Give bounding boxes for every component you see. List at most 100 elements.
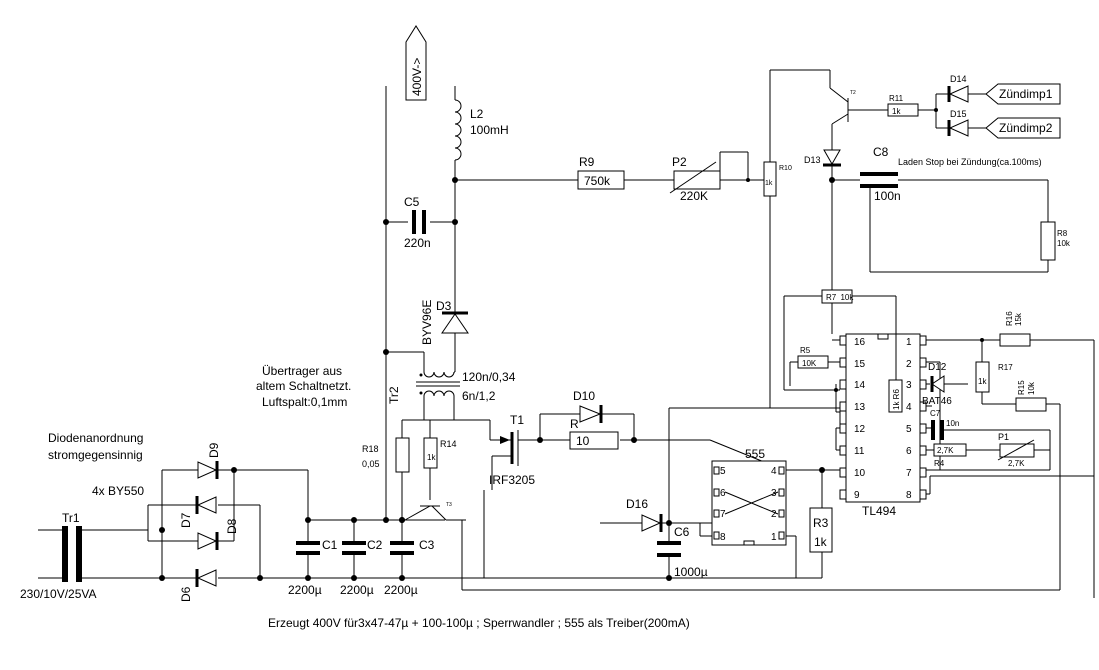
tl494-pin-9: 9 <box>854 490 860 501</box>
inductor-l2-value: 100mH <box>470 123 509 137</box>
resistor-r7-value: 10k <box>840 293 854 302</box>
inductor-l2-name: L2 <box>470 107 484 121</box>
capacitor-c8-value: 100n <box>874 189 901 203</box>
potentiometer-p2-name: P2 <box>672 155 687 169</box>
resistor-r16-name: R16 <box>1005 311 1014 326</box>
resistor-r14-name: R14 <box>440 439 457 449</box>
capacitor-c1: C1 2200µ <box>288 520 338 597</box>
rectifier-parts: 4x BY550 <box>92 484 144 498</box>
capacitor-c3-name: C3 <box>419 538 435 552</box>
potentiometer-p2-value: 220K <box>680 189 708 203</box>
resistor-r10-value: 1k <box>765 180 773 187</box>
timer-pin-7: 7 <box>720 509 726 520</box>
capacitor-c2-name: C2 <box>367 538 383 552</box>
transistor-t3: T3 <box>404 502 463 590</box>
resistor-r14 <box>423 437 438 469</box>
resistor-r18 <box>395 437 410 473</box>
resistor-gate <box>569 431 619 450</box>
hv-output: 400V-> <box>383 25 458 523</box>
tl494-right-network: R16 15k D12 BAT46 R17 1k R15 10k C7 10n … <box>922 311 1095 598</box>
resistor-r17-value: 1k <box>978 377 987 386</box>
capacitor-c7-value: 10n <box>946 419 959 428</box>
resistor-r4-name: R4 <box>934 459 945 468</box>
diode-d12 <box>931 375 945 393</box>
transformer-tr2-name: Tr2 <box>387 386 401 404</box>
caption: Erzeugt 400V für3x47-47µ + 100-100µ ; Sp… <box>268 616 690 630</box>
diode-d12-name: D12 <box>928 362 947 373</box>
capacitor-c2: C2 2200µ <box>340 520 383 597</box>
mosfet-t1: T1 IRF3205 <box>489 413 540 490</box>
resistor-r17-name: R17 <box>998 363 1013 372</box>
diode-d3-type: BYV96E <box>420 300 434 345</box>
potentiometer-p1-name: P1 <box>998 432 1009 442</box>
potentiometer-p2 <box>673 170 721 190</box>
resistor-r16 <box>999 333 1031 347</box>
diode-d14-name: D14 <box>950 74 967 84</box>
capacitor-c8-note: Laden Stop bei Zündung(ca.100ms) <box>898 157 1042 167</box>
capacitor-c7-name: C7 <box>930 409 941 418</box>
diode-d16-name: D16 <box>626 497 648 511</box>
diode-d12-type: BAT46 <box>922 396 952 407</box>
tl494-pin-2: 2 <box>906 359 912 370</box>
resistor-r18-name: R18 <box>362 444 379 454</box>
ignition-output-2: Zündimp2 <box>985 117 1061 139</box>
bridge-rectifier: D9 D7 D8 D6 Diodenanordnung stromgegensi… <box>48 431 263 602</box>
tl494-pin-4: 4 <box>906 402 912 413</box>
transistor-t2-name: T2 <box>850 90 856 96</box>
supply-transformer-name: Tr1 <box>62 511 80 525</box>
controller-name: TL494 <box>862 504 896 518</box>
resistor-r15-value: 10k <box>1027 381 1036 395</box>
tl494-pin-10: 10 <box>854 468 866 479</box>
output-label: 400V-> <box>410 58 424 96</box>
capacitor-c1-value: 2200µ <box>288 583 322 597</box>
resistor-r10-name: R10 <box>779 165 792 172</box>
diode-d7 <box>195 496 217 514</box>
diode-d6-label: D6 <box>179 586 193 602</box>
resistor-r3-name: R3 <box>813 516 829 530</box>
potentiometer-p1 <box>999 443 1035 458</box>
transformer-note-2: altem Schaltnetzt. <box>256 379 351 393</box>
diode-d14: D14 <box>936 74 986 103</box>
diode-d9 <box>197 461 219 479</box>
tl494-pin-16: 16 <box>854 337 866 348</box>
potentiometer-p1-value: 2,7K <box>1008 459 1025 468</box>
resistor-r5: R5 10K <box>789 346 840 413</box>
supply-transformer-rating: 230/10V/25VA <box>20 587 97 601</box>
capacitor-c5-name: C5 <box>404 195 420 209</box>
diode-d6 <box>195 569 217 587</box>
diode-d13: D13 <box>804 149 841 334</box>
ground-bus <box>462 403 1061 591</box>
transistor-t3-name: T3 <box>446 502 452 508</box>
tl494-pin-6: 6 <box>906 446 912 457</box>
timer-pin-1: 1 <box>771 532 777 543</box>
tl494-pin-8: 8 <box>906 490 912 501</box>
capacitor-c5-value: 220n <box>404 236 431 250</box>
resistor-r7-label: R7 10k <box>826 293 854 302</box>
tl494-pin-11: 11 <box>854 446 865 457</box>
tl494-pin-7: 7 <box>906 468 912 479</box>
resistor-r6-label: 1k R6 <box>892 389 901 410</box>
tl494-pin-5: 5 <box>906 424 912 435</box>
tl494-pin-15: 15 <box>854 359 866 370</box>
transformer-tr2: Tr2 Übertrager aus altem Schaltnetzt. Lu… <box>256 351 516 409</box>
resistor-r3: R3 1k <box>809 467 833 553</box>
resistor-r5-value: 10K <box>802 359 817 368</box>
gate-network: D10 R 10 <box>537 389 775 467</box>
capacitor-c8: C8 100n Laden Stop bei Zündung(ca.100ms) <box>832 145 1048 273</box>
primary-drive: R18 0,05 R14 1k T3 <box>362 408 491 590</box>
capacitor-c3-value: 2200µ <box>384 583 418 597</box>
resistor-r11: R11 1k <box>887 94 938 128</box>
resistor-r15 <box>1015 397 1047 412</box>
diode-d10-name: D10 <box>573 389 595 403</box>
resistor-gate-name: R <box>570 417 579 431</box>
timer-pin-2: 2 <box>771 509 777 520</box>
tl494-pin-14: 14 <box>854 380 866 391</box>
tl494-pin-1: 1 <box>906 337 912 348</box>
transformer-primary: 6n/1,2 <box>462 389 496 403</box>
resistor-r5-name: R5 <box>800 346 811 355</box>
feedback-chain: R9 750k P2 220K 1k R10 <box>455 69 831 408</box>
resistor-r7-name: R7 <box>826 293 837 302</box>
tl494-pin-13: 13 <box>854 402 866 413</box>
diode-d8 <box>197 532 219 550</box>
